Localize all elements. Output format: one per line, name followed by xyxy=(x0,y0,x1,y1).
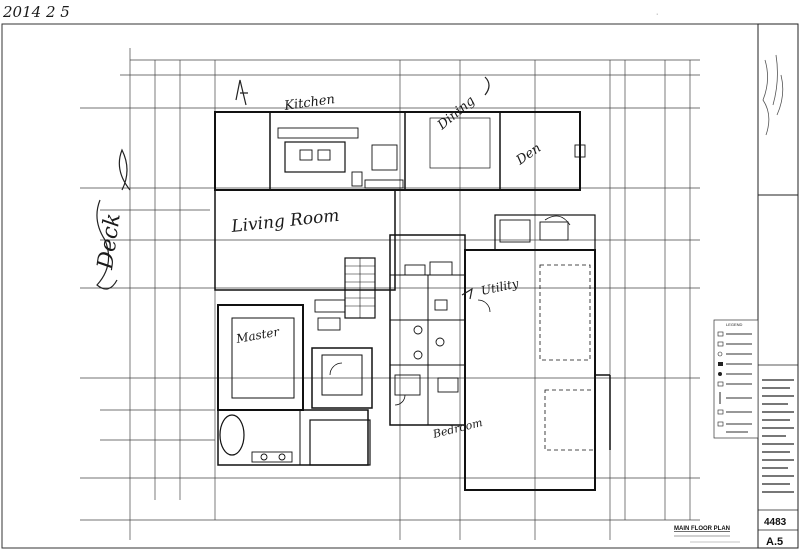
sheet-title: MAIN FLOOR PLAN xyxy=(674,526,730,532)
label-bedroom: Bedroom xyxy=(431,416,484,441)
label-utility: Utility xyxy=(480,276,520,298)
bathtub xyxy=(219,414,245,456)
legend-heading: LEGEND xyxy=(726,322,743,327)
label-master: Master xyxy=(234,324,281,346)
title-block: 4483 A.5 xyxy=(757,23,799,549)
label-den: Den xyxy=(513,141,544,169)
stairs xyxy=(344,257,376,319)
label-kitchen: Kitchen xyxy=(282,92,335,114)
building-walls xyxy=(214,111,611,491)
fixtures xyxy=(219,117,586,463)
deck-annotation xyxy=(96,148,131,290)
label-deck: Deck xyxy=(93,212,126,272)
legend: LEGEND xyxy=(713,319,759,439)
sheet-title-block: MAIN FLOOR PLAN xyxy=(674,526,740,543)
utility-arrow xyxy=(461,287,473,300)
sheet-number: A.5 xyxy=(766,536,783,548)
label-living-room: Living Room xyxy=(229,206,340,237)
title-block-notes xyxy=(762,379,794,493)
corner-note: 2014 2 5 xyxy=(2,3,70,21)
title-block-scribble xyxy=(762,54,784,136)
handwritten-marks xyxy=(96,76,490,300)
corner-mark: · xyxy=(656,11,658,18)
job-number: 4483 xyxy=(764,517,787,528)
label-dining: Dining xyxy=(434,93,478,133)
